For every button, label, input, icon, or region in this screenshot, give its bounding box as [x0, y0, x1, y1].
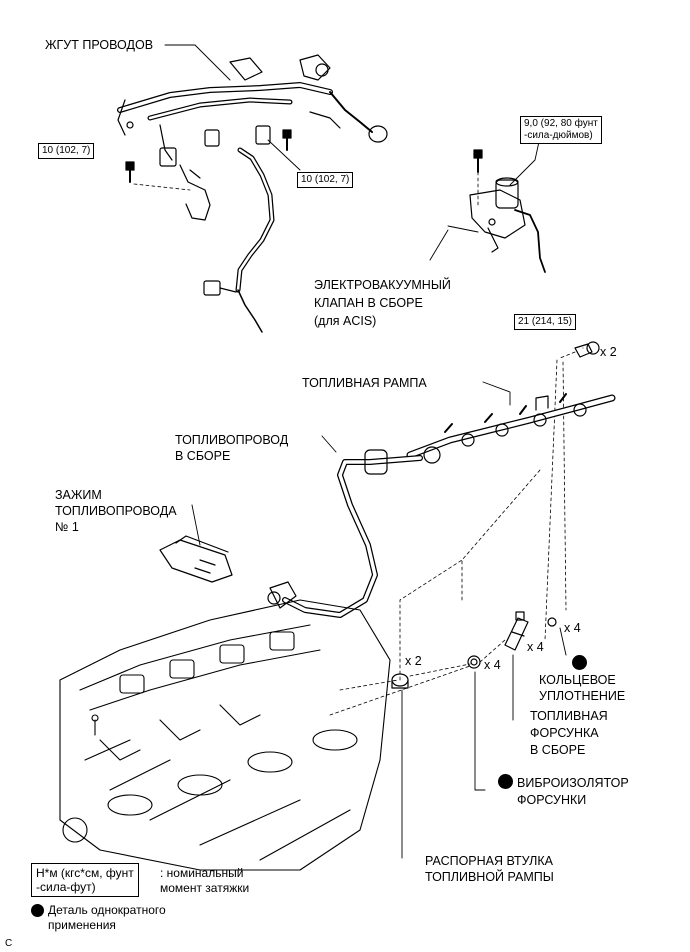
- clamp-label-line1: ЗАЖИМ: [55, 488, 102, 502]
- insulator-label-line1: ВИБРОИЗОЛЯТОР: [517, 776, 629, 790]
- spacer-illustration: [391, 673, 409, 689]
- rail-bolt-torque: 21 (214, 15): [514, 314, 576, 330]
- spacer-qty: x 2: [405, 654, 422, 668]
- left-bolt-torque: 10 (102, 7): [38, 143, 95, 159]
- fuel-pipe-label-line1: ТОПЛИВОПРОВОД: [175, 433, 289, 447]
- vsv-bolt-torque: 9,0 (92, 80 фунт -сила-дюймов): [520, 116, 602, 144]
- oring-label-line2: УПЛОТНЕНИЕ: [539, 689, 626, 703]
- legend-single-use-line1: Деталь однократного: [48, 903, 166, 917]
- fuel-pipe-label-line2: В СБОРЕ: [175, 449, 231, 463]
- injector-qty: x 4: [527, 640, 544, 654]
- legend-single-use-line2: применения: [48, 918, 116, 932]
- clamp-label-line3: № 1: [55, 520, 79, 534]
- harness-bolt-torque: 10 (102, 7): [297, 172, 354, 188]
- vsv-label-line2: КЛАПАН В СБОРЕ: [314, 296, 423, 310]
- insulator-illustration: [467, 655, 481, 669]
- footer-code: C: [5, 938, 13, 949]
- injector-label-line1: ТОПЛИВНАЯ: [530, 709, 608, 723]
- insulator-single-use-dot: [498, 774, 513, 789]
- spacer-label: РАСПОРНАЯ ВТУЛКА ТОПЛИВНОЙ РАМПЫ: [425, 853, 554, 885]
- oring-qty: x 4: [564, 621, 581, 635]
- vsv-label-line3: (для ACIS): [314, 314, 377, 328]
- spacer-label-line1: РАСПОРНАЯ ВТУЛКА: [425, 854, 553, 868]
- oring-illustration: [547, 617, 557, 627]
- fuel-rail-label: ТОПЛИВНАЯ РАМПА: [302, 376, 427, 390]
- legend-unit-desc-line2: момент затяжки: [160, 881, 250, 895]
- vsv-label-line1: ЭЛЕКТРОВАКУУМНЫЙ: [314, 278, 451, 292]
- vsv-bolt-torque-line2: -сила-дюймов): [524, 130, 593, 141]
- legend-unit-line1: Н*м (кгс*см, фунт: [36, 866, 134, 880]
- legend-single-use-dot: [31, 904, 44, 917]
- insulator-qty: x 4: [484, 658, 501, 672]
- left-harness-bolt: [125, 161, 191, 191]
- injector-label-line2: ФОРСУНКА: [530, 726, 599, 740]
- rail-bolt-qty: x 2: [600, 345, 617, 359]
- oring-single-use-dot: [572, 655, 587, 670]
- vsv-illustration: [469, 149, 546, 273]
- legend-unit-desc-line1: : номинальный: [160, 866, 244, 880]
- injector-label-line3: В СБОРЕ: [530, 743, 586, 757]
- injector-illustration: [504, 611, 529, 651]
- spacer-label-line2: ТОПЛИВНОЙ РАМПЫ: [425, 870, 554, 884]
- legend-single-use: Деталь однократного применения: [48, 903, 166, 933]
- assembly-dashed-lines: [329, 469, 541, 716]
- rail-bolt: [544, 341, 600, 641]
- wire-harness-label: ЖГУТ ПРОВОДОВ: [45, 38, 154, 52]
- fuel-pipe-label: ТОПЛИВОПРОВОД В СБОРЕ: [175, 432, 288, 464]
- legend-unit-box: Н*м (кгс*см, фунт -сила-фут): [31, 863, 139, 897]
- oring-label: КОЛЬЦЕВОЕ УПЛОТНЕНИЕ: [539, 672, 625, 704]
- legend-unit-desc: : номинальный момент затяжки: [160, 866, 249, 896]
- engine-illustration: [59, 599, 391, 871]
- insulator-label: ВИБРОИЗОЛЯТОР ФОРСУНКИ: [517, 775, 629, 809]
- fuel-rail-illustration: [406, 393, 616, 464]
- wire-harness-illustration: [117, 54, 388, 333]
- insulator-label-line2: ФОРСУНКИ: [517, 793, 587, 807]
- clamp-illustration: [159, 535, 233, 583]
- clamp-label-line2: ТОПЛИВОПРОВОДА: [55, 504, 177, 518]
- oring-label-line1: КОЛЬЦЕВОЕ: [539, 673, 616, 687]
- harness-bolt: [282, 129, 292, 151]
- vsv-bolt-torque-line1: 9,0 (92, 80 фунт: [524, 118, 598, 129]
- fuel-pipe-illustration: [267, 449, 423, 618]
- vsv-label: ЭЛЕКТРОВАКУУМНЫЙ КЛАПАН В СБОРЕ (для ACI…: [314, 276, 451, 330]
- clamp-label: ЗАЖИМ ТОПЛИВОПРОВОДА № 1: [55, 487, 177, 535]
- injector-label: ТОПЛИВНАЯ ФОРСУНКА В СБОРЕ: [530, 708, 608, 759]
- legend-unit-line2: -сила-фут): [36, 880, 96, 894]
